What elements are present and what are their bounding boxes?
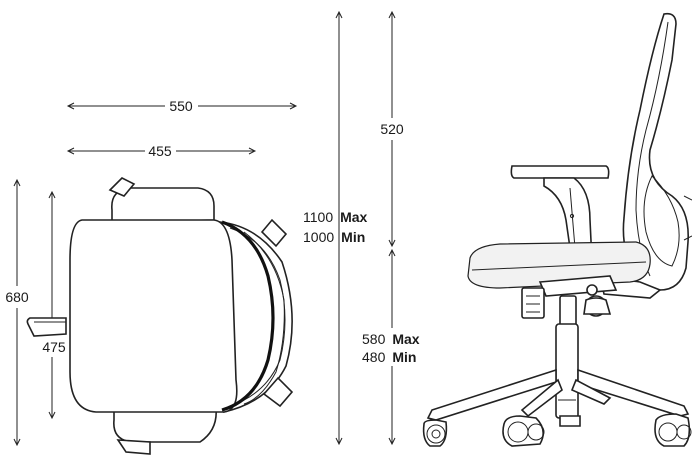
height-min-line: 1000 Min [303,229,365,246]
seat-min-label: Min [392,349,416,365]
height-min-value: 1000 [303,229,334,245]
overall-height-label: 1100 Max 1000 Min [303,209,368,246]
overall-height-line [335,10,343,446]
width-seat-dimension: 455 [66,143,257,159]
chair-top-view [26,177,294,455]
seat-height-label: 580 Max 480 Min [362,331,420,366]
width-total-label: 550 [169,98,193,114]
height-min-label: Min [341,229,365,245]
chair-side-view [422,12,692,447]
back-height-label: 520 [380,121,404,137]
width-total-dimension: 550 [66,98,298,114]
back-height-line: 520 [380,10,404,248]
caster-rear [559,415,581,427]
seat-height-line [388,248,396,446]
depth-total-label: 680 [5,289,29,305]
seat-max-line: 580 Max [362,331,420,348]
depth-total-dimension: 680 [5,178,29,447]
seat-min-line: 480 Min [362,349,416,366]
height-max-line: 1100 Max [303,209,368,226]
depth-seat-label: 475 [42,339,66,355]
caster-right [654,413,692,447]
seat-min-value: 480 [362,349,386,365]
caster-left [422,419,448,447]
height-max-label: Max [340,209,367,225]
width-seat-label: 455 [148,143,172,159]
height-max-value: 1100 [303,209,333,225]
seat-max-label: Max [392,331,419,347]
seat-max-value: 580 [362,331,386,347]
depth-seat-dimension: 475 [42,190,66,420]
caster-center [502,415,545,447]
